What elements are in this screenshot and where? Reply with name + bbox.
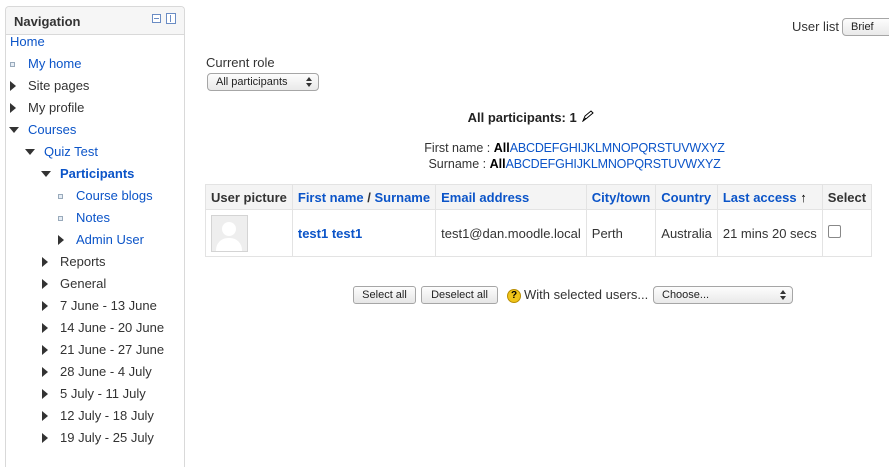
last-access-cell: 21 mins 20 secs: [716, 209, 823, 257]
nav-item-label: Quiz Test: [44, 144, 98, 159]
sort-first-name-link[interactable]: First name: [297, 189, 364, 205]
collapsed-triangle-icon[interactable]: [42, 301, 48, 311]
user-name-link[interactable]: test1 test1: [297, 225, 363, 241]
column-email: Email address: [435, 184, 587, 210]
current-role-label: Current role: [206, 55, 275, 70]
sort-country-link[interactable]: Country: [661, 189, 712, 205]
name-cell: test1 test1: [291, 209, 437, 257]
column-last-access: Last access ↑: [716, 184, 823, 210]
column-country: Country: [655, 184, 718, 210]
nav-item-label: Course blogs: [76, 188, 153, 203]
nav-item-label: Site pages: [28, 78, 90, 93]
deselect-all-button[interactable]: Deselect all: [421, 286, 498, 304]
help-icon[interactable]: ?: [507, 289, 521, 303]
collapsed-triangle-icon[interactable]: [42, 279, 48, 289]
user-list-select[interactable]: Brief: [842, 18, 889, 36]
first-name-letters[interactable]: ABCDEFGHIJKLMNOPQRSTUVWXYZ: [509, 141, 725, 155]
collapsed-triangle-icon[interactable]: [42, 323, 48, 333]
sort-surname-link[interactable]: Surname: [374, 189, 431, 205]
with-selected-label: With selected users...: [524, 287, 649, 302]
collapsed-triangle-icon[interactable]: [42, 345, 48, 355]
nav-item-label: 28 June - 4 July: [60, 364, 152, 379]
expanded-triangle-icon[interactable]: [9, 127, 19, 133]
collapsed-triangle-icon[interactable]: [42, 257, 48, 267]
nav-item-label: 19 July - 25 July: [60, 430, 154, 445]
user-list-selected: Brief: [851, 21, 874, 33]
nav-item-label: 21 June - 27 June: [60, 342, 165, 357]
column-user-picture: User picture: [205, 184, 293, 210]
user-picture-cell: [205, 209, 293, 257]
bullet-icon[interactable]: [10, 62, 15, 67]
surname-initials-bar: Surname : AllABCDEFGHIJKLMNOPQRSTUVWXYZ: [205, 157, 889, 171]
avatar[interactable]: [211, 214, 248, 252]
select-arrows-icon: [306, 77, 312, 87]
sort-last-access-link[interactable]: Last access: [722, 189, 797, 205]
select-arrows-icon: [780, 290, 786, 300]
nav-item-label: 14 June - 20 June: [60, 320, 165, 335]
nav-item-label: Admin User: [76, 232, 144, 247]
expanded-triangle-icon[interactable]: [25, 149, 35, 155]
dock-block-icon[interactable]: [166, 13, 176, 24]
collapsed-triangle-icon[interactable]: [58, 235, 64, 245]
nav-item-label: Home: [10, 34, 45, 49]
first-name-initials-bar: First name : AllABCDEFGHIJKLMNOPQRSTUVWX…: [205, 141, 889, 155]
nav-item-label: Courses: [28, 122, 77, 137]
column-city: City/town: [585, 184, 657, 210]
participants-table: User picture First name / Surname Email …: [205, 184, 873, 257]
sort-email-link[interactable]: Email address: [441, 189, 530, 205]
column-name: First name / Surname: [291, 184, 437, 210]
city-cell: Perth: [585, 209, 657, 257]
sort-city-link[interactable]: City/town: [591, 189, 651, 205]
surname-letters[interactable]: ABCDEFGHIJKLMNOPQRSTUVWXYZ: [505, 157, 721, 171]
with-selected-select[interactable]: Choose...: [653, 286, 793, 304]
country-cell: Australia: [655, 209, 718, 257]
sort-ascending-icon: ↑: [800, 189, 807, 205]
table-header-row: User picture First name / Surname Email …: [205, 184, 873, 210]
nav-item-label: My home: [28, 56, 82, 71]
surname-filter-label: Surname :: [428, 157, 490, 171]
nav-item-label: Notes: [76, 210, 110, 225]
first-name-all[interactable]: All: [493, 141, 510, 155]
user-list-label: User list: [792, 19, 839, 34]
select-cell: [821, 209, 873, 257]
edit-icon[interactable]: [582, 110, 595, 123]
nav-item-label: 12 July - 18 July: [60, 408, 154, 423]
collapsed-triangle-icon[interactable]: [10, 103, 16, 113]
first-name-filter-label: First name :: [424, 141, 494, 155]
page-heading: All participants: 1: [205, 110, 857, 125]
collapse-block-icon[interactable]: [152, 14, 161, 23]
current-role-select[interactable]: All participants: [207, 73, 319, 91]
nav-item-label: Participants: [60, 166, 135, 181]
nav-item-label: My profile: [28, 100, 85, 115]
bullet-icon[interactable]: [58, 194, 63, 199]
navigation-header: Navigation: [6, 7, 184, 35]
table-row: test1 test1 test1@dan.moodle.local Perth…: [205, 209, 873, 257]
navigation-block: Navigation: [5, 6, 185, 467]
expanded-triangle-icon[interactable]: [41, 171, 51, 177]
nav-item-label: General: [60, 276, 107, 291]
nav-item-label: Reports: [60, 254, 106, 269]
collapsed-triangle-icon[interactable]: [42, 367, 48, 377]
current-role-selected: All participants: [216, 76, 288, 88]
nav-item-label: 5 July - 11 July: [60, 386, 146, 401]
select-all-button[interactable]: Select all: [353, 286, 416, 304]
bullet-icon[interactable]: [58, 216, 63, 221]
participants-count-heading: All participants: 1: [467, 110, 577, 125]
column-select: Select: [821, 184, 873, 210]
name-separator: /: [363, 189, 375, 205]
surname-all[interactable]: All: [489, 157, 506, 171]
collapsed-triangle-icon[interactable]: [10, 81, 16, 91]
email-cell: test1@dan.moodle.local: [435, 209, 587, 257]
with-selected-choice: Choose...: [662, 289, 710, 301]
nav-item-label: 7 June - 13 June: [60, 298, 157, 313]
collapsed-triangle-icon[interactable]: [42, 389, 48, 399]
select-user-checkbox[interactable]: [827, 225, 841, 238]
collapsed-triangle-icon[interactable]: [42, 433, 48, 443]
collapsed-triangle-icon[interactable]: [42, 411, 48, 421]
navigation-title: Navigation: [14, 14, 81, 29]
